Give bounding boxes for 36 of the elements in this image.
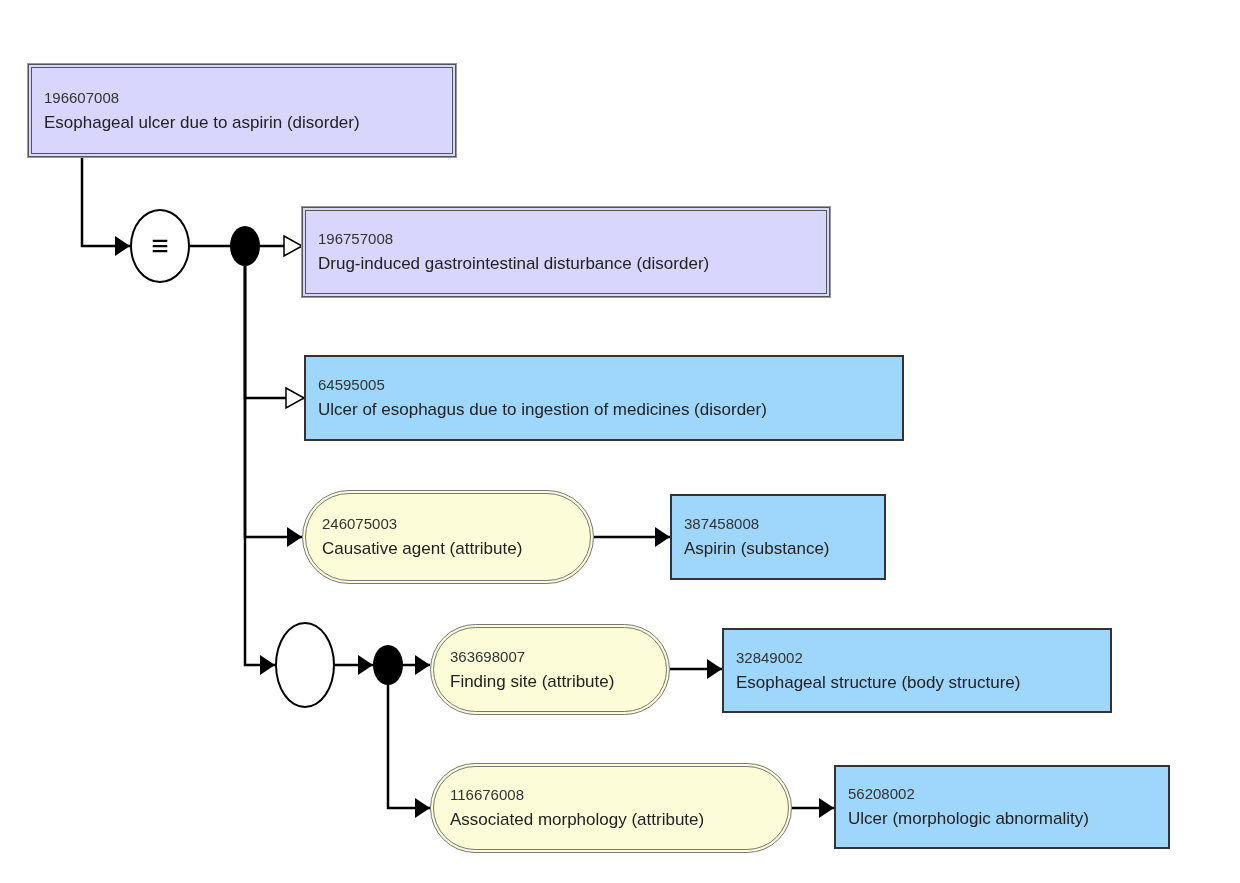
- arrow: [792, 798, 834, 818]
- concept-label: Drug-induced gastrointestinal disturbance (disorder): [318, 253, 711, 275]
- arrow: [260, 235, 303, 257]
- arrow: [670, 659, 722, 679]
- concept-box: [834, 765, 1170, 849]
- concept-box: [722, 628, 1112, 713]
- concept-label: Esophageal structure (body structure): [736, 671, 1022, 694]
- conjunction-dot: [230, 226, 260, 266]
- concept-id: 196607008: [44, 87, 121, 108]
- concept-label: Associated morphology (attribute): [450, 809, 706, 831]
- concept-id: 56208002: [848, 784, 916, 804]
- arrow: [386, 685, 430, 818]
- concept-label: Finding site (attribute): [450, 670, 616, 693]
- concept-box: [28, 64, 456, 157]
- arrow: [80, 157, 130, 256]
- arrow: [594, 527, 670, 547]
- concept-box: [670, 494, 886, 580]
- arrow: [335, 655, 373, 675]
- arrow: [403, 655, 430, 675]
- concept-label: Aspirin (substance): [684, 538, 831, 560]
- concept-id: 32849002: [736, 647, 804, 668]
- concept-id: 116676008: [450, 785, 525, 805]
- concept-label: Ulcer of esophagus due to ingestion of medicines (disorder): [318, 399, 768, 421]
- concept-id: 196757008: [318, 229, 395, 249]
- concept-id: 64595005: [318, 375, 386, 395]
- concept-label: Ulcer (morphologic abnormality): [848, 808, 1090, 830]
- concept-box: [304, 355, 904, 441]
- concept-id: 387458008: [684, 514, 761, 534]
- arrow: [243, 266, 275, 675]
- concept-id: 363698007: [450, 646, 527, 667]
- equivalence-symbol: ≡: [151, 231, 169, 261]
- concept-label: Esophageal ulcer due to aspirin (disorder): [44, 111, 361, 134]
- concept-id: 246075003: [322, 514, 399, 534]
- concept-box: [302, 207, 830, 297]
- conjunction-dot: [373, 645, 403, 685]
- concept-label: Causative agent (attribute): [322, 538, 524, 560]
